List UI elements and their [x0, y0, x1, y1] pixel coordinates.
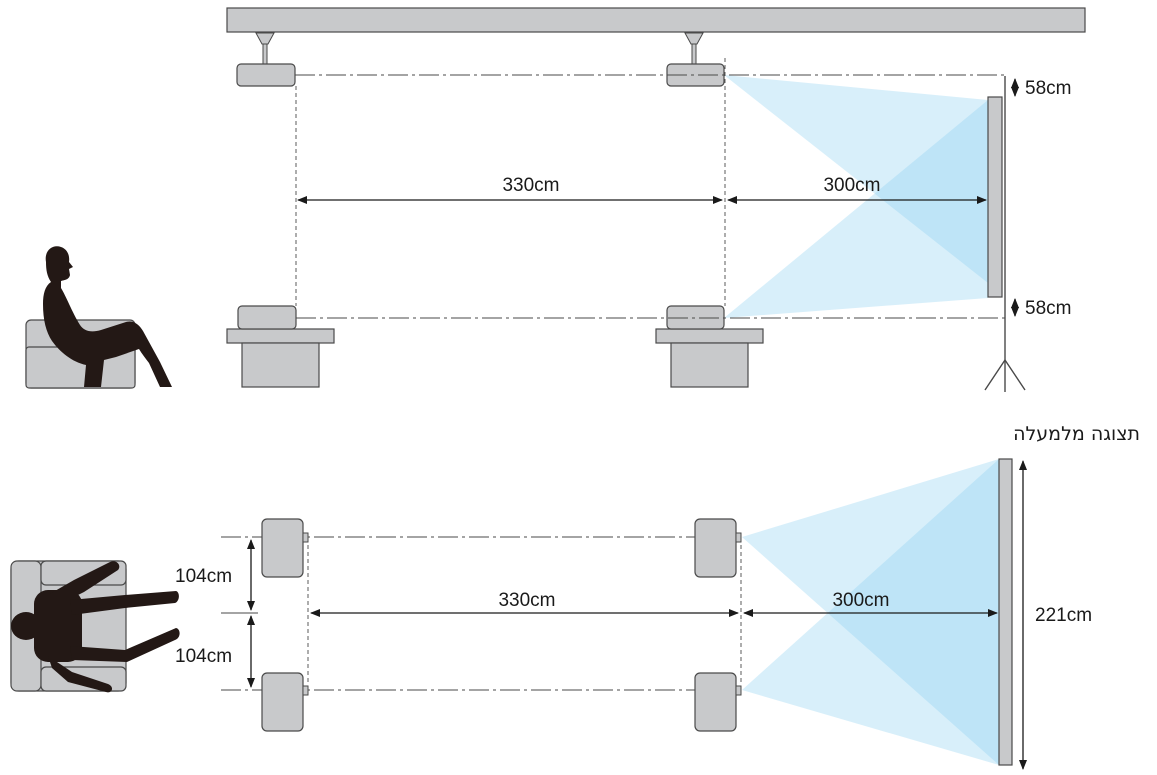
table-near — [655, 328, 764, 388]
top-view-caption: תצוגה מלמעלה — [1013, 423, 1140, 445]
side-label-58-top: 58cm — [1025, 78, 1071, 99]
projector-top-upper-far — [261, 518, 309, 578]
projector-top-lower-near — [694, 672, 742, 732]
top-label-330: 330cm — [498, 590, 555, 611]
projector-floor-far — [237, 305, 297, 330]
person-silhouette-top — [11, 561, 180, 693]
side-screen — [984, 76, 1026, 392]
top-view: תצוגה מלמעלה — [10, 423, 1140, 770]
top-label-104-upper: 104cm — [175, 566, 232, 587]
side-beams — [724, 75, 988, 318]
table-far — [226, 328, 335, 388]
side-label-58-bottom: 58cm — [1025, 298, 1071, 319]
top-screen — [998, 458, 1013, 766]
top-label-300: 300cm — [832, 590, 889, 611]
viewer-side — [25, 246, 172, 389]
ceiling-mount-near — [684, 32, 704, 65]
viewer-top — [10, 560, 180, 693]
projector-floor-near — [666, 305, 725, 330]
side-label-330: 330cm — [502, 175, 559, 196]
side-guides — [295, 58, 1005, 319]
top-label-104-lower: 104cm — [175, 646, 232, 667]
ceiling-mount-far — [255, 32, 275, 65]
person-silhouette-side — [43, 246, 172, 387]
side-view: 330cm 300cm 58cm 58cm — [25, 7, 1086, 392]
ceiling — [226, 7, 1086, 33]
top-beams — [742, 459, 999, 765]
side-label-300: 300cm — [823, 175, 880, 196]
floor-beam — [724, 100, 988, 318]
top-label-221: 221cm — [1035, 605, 1092, 626]
projector-top-upper-near — [694, 518, 742, 578]
projector-top-lower-far — [261, 672, 309, 732]
projector-ceiling-far — [236, 63, 296, 87]
ceiling-beam — [724, 75, 988, 283]
